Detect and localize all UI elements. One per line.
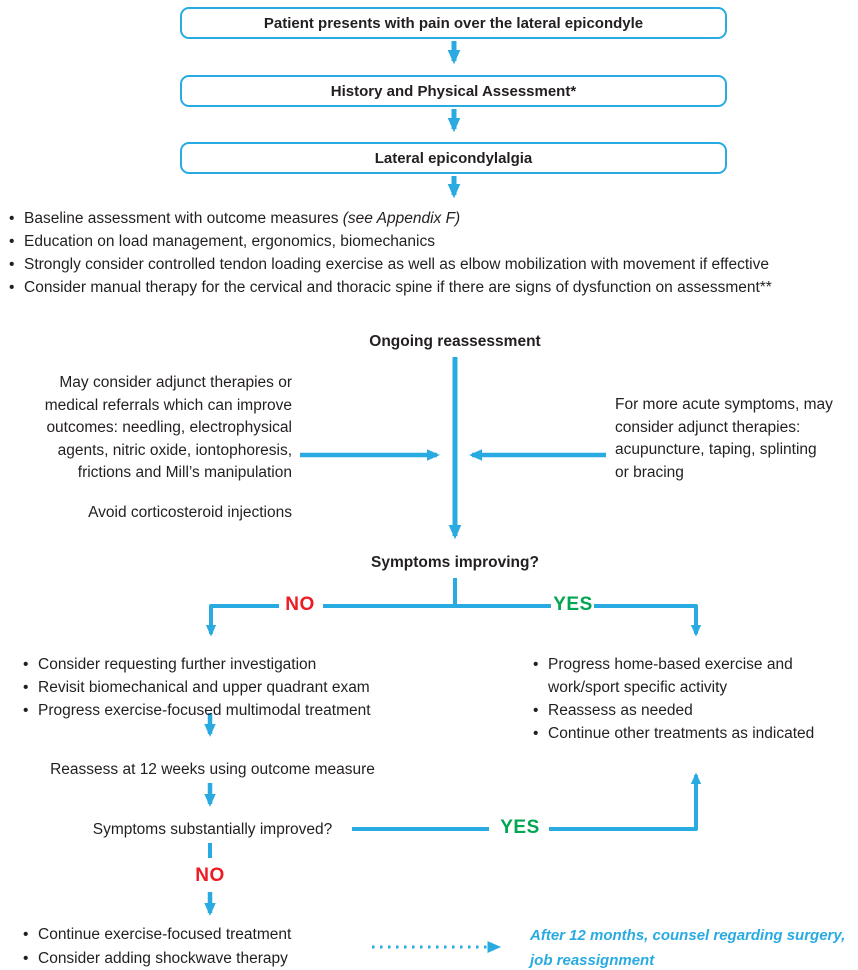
bullet-text: Education on load management, ergonomics… bbox=[24, 233, 435, 250]
bullet-italic-text: (see Appendix F) bbox=[342, 210, 461, 227]
decision-symptoms-improving: Symptoms improving? bbox=[371, 554, 539, 571]
no-branch-list: Consider requesting further investigatio… bbox=[22, 653, 442, 722]
acute-symptoms-note: For more acute symptoms, may consider ad… bbox=[615, 396, 833, 481]
list-item: Consider adding shockwave therapy bbox=[22, 947, 372, 970]
list-item: Strongly consider controlled tendon load… bbox=[8, 253, 856, 276]
list-item: Revisit biomechanical and upper quadrant… bbox=[22, 676, 442, 699]
box-lateral-epicondylalgia-label: Lateral epicondylalgia bbox=[374, 149, 533, 167]
final-treatment-list: Continue exercise-focused treatment Cons… bbox=[22, 923, 372, 970]
box-patient-presents-label: Patient presents with pain over the late… bbox=[263, 14, 644, 32]
adjunct-therapies-note: May consider adjunct therapies or medica… bbox=[44, 374, 292, 481]
list-item: Continue other treatments as indicated bbox=[532, 722, 858, 745]
bullet-text: Consider manual therapy for the cervical… bbox=[24, 279, 772, 296]
decision1-no-label: NO bbox=[285, 594, 315, 615]
box-patient-presents: Patient presents with pain over the late… bbox=[180, 7, 727, 39]
avoid-corticosteroid-note: Avoid corticosteroid injections bbox=[88, 504, 292, 521]
box-lateral-epicondylalgia: Lateral epicondylalgia bbox=[180, 142, 727, 174]
decision1-yes-label: YES bbox=[553, 594, 593, 615]
list-item: Consider manual therapy for the cervical… bbox=[8, 276, 856, 299]
list-item: Baseline assessment with outcome measure… bbox=[8, 207, 856, 230]
initial-management-list: Baseline assessment with outcome measure… bbox=[8, 207, 856, 299]
decision-substantially-improved: Symptoms substantially improved? bbox=[92, 821, 333, 838]
branch-yes-down bbox=[594, 604, 702, 637]
decision2-yes-line-up bbox=[549, 772, 702, 831]
list-item: Continue exercise-focused treatment bbox=[22, 923, 372, 947]
surgery-counsel-note: After 12 months, counsel regarding surge… bbox=[530, 927, 846, 969]
list-item: Reassess as needed bbox=[532, 699, 858, 722]
yes-branch-list: Progress home-based exercise and work/sp… bbox=[532, 653, 858, 745]
box-history-assessment: History and Physical Assessment* bbox=[180, 75, 727, 107]
reassess-12-weeks-note: Reassess at 12 weeks using outcome measu… bbox=[50, 761, 375, 778]
decision2-yes-label: YES bbox=[500, 817, 540, 838]
list-item: Education on load management, ergonomics… bbox=[8, 230, 856, 253]
ongoing-reassessment-title: Ongoing reassessment bbox=[369, 333, 541, 350]
branch-no-down bbox=[205, 604, 279, 637]
list-item: Consider requesting further investigatio… bbox=[22, 653, 442, 676]
bullet-text: Baseline assessment with outcome measure… bbox=[24, 210, 343, 227]
list-item: Progress exercise-focused multimodal tre… bbox=[22, 699, 442, 722]
list-item: Progress home-based exercise and work/sp… bbox=[532, 653, 858, 699]
bullet-text: Strongly consider controlled tendon load… bbox=[24, 256, 769, 273]
decision2-no-label: NO bbox=[195, 865, 225, 886]
box-history-assessment-label: History and Physical Assessment* bbox=[330, 82, 577, 100]
